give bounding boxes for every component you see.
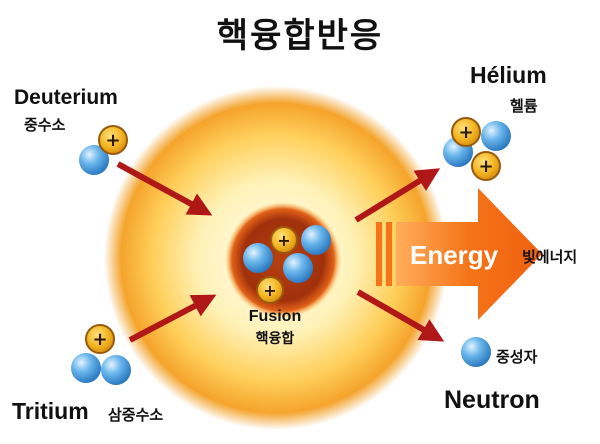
deuterium-arrow [116, 161, 213, 216]
neutron-particle [461, 337, 491, 367]
neutron-arrow [356, 289, 445, 342]
deuterium-label-ko: 중수소 [24, 116, 66, 134]
tritium-nucleus: + [71, 324, 131, 385]
deuterium-nucleus: + [79, 125, 128, 175]
neutron-particle [481, 121, 511, 151]
diagram-title: 핵융합반응 [216, 16, 384, 56]
proton-sign: + [277, 231, 290, 250]
tritium-label-ko: 삼중수소 [108, 406, 164, 424]
tritium-label: Tritium [12, 398, 89, 424]
energy-arrow [376, 188, 542, 320]
fusion-core [225, 202, 341, 318]
proton-particle [256, 276, 284, 304]
tritium-arrow [128, 294, 217, 343]
deuterium-label: Deuterium [14, 86, 118, 109]
proton-sign: + [105, 130, 120, 151]
neutron-label-ko: 중성자 [496, 348, 538, 366]
proton-sign: + [458, 122, 473, 143]
fusion-nucleus: + + [243, 225, 331, 304]
helium-arrow [354, 168, 441, 223]
proton-particle [270, 226, 298, 254]
neutron-particle [79, 145, 109, 175]
helium-nucleus: + + [443, 117, 511, 181]
proton-particle [85, 324, 115, 354]
neutron-particle [283, 253, 313, 283]
proton-sign: + [263, 281, 276, 300]
fusion-label: Fusion [248, 308, 302, 325]
proton-sign: + [478, 156, 493, 177]
helium-label: Hélium [470, 62, 547, 88]
energy-label: Energy [410, 240, 499, 270]
neutron-particle [243, 243, 273, 273]
proton-sign: + [92, 329, 107, 350]
light-energy-label-ko: 빛에너지 [522, 248, 578, 266]
neutron-particle [101, 355, 131, 385]
proton-particle [471, 151, 501, 181]
helium-label-ko: 헬륨 [510, 97, 538, 115]
neutron-particle [301, 225, 331, 255]
proton-particle [451, 117, 481, 147]
neutron-label: Neutron [444, 386, 540, 414]
fusion-label-ko: 핵융합 [255, 331, 295, 347]
proton-particle [98, 125, 128, 155]
neutron-particle [71, 353, 101, 383]
